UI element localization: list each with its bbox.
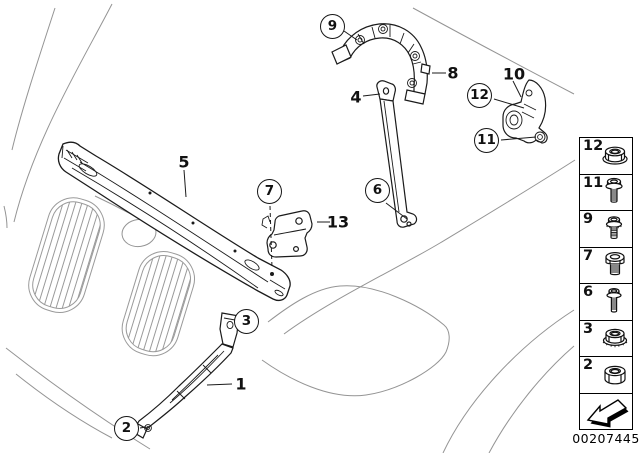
legend-item-7[interactable]: 7 xyxy=(580,247,632,284)
legend-number: 11 xyxy=(583,174,604,191)
legend-item-6[interactable]: 6 xyxy=(580,284,632,321)
part-5-reinforcement-bar xyxy=(57,141,291,302)
legend-item-12[interactable]: 12 xyxy=(580,138,632,175)
part-13-bracket xyxy=(261,210,313,258)
callout-circle-12[interactable]: 12 xyxy=(467,83,492,108)
hood-emblem-circle xyxy=(121,218,157,248)
legend-direction-arrow-cell[interactable] xyxy=(580,393,632,429)
callout-circle-6[interactable]: 6 xyxy=(365,178,390,203)
callout-circle-3[interactable]: 3 xyxy=(234,309,259,334)
part-label-10[interactable]: 10 xyxy=(502,64,526,84)
legend-number: 9 xyxy=(583,211,594,227)
hex-bolt-thin-icon xyxy=(606,287,622,313)
part-label-4[interactable]: 4 xyxy=(350,87,362,107)
document-number: 00207445 xyxy=(572,431,640,446)
part-label-1[interactable]: 1 xyxy=(235,374,247,394)
leader-lines xyxy=(139,30,537,429)
part-4-strut xyxy=(376,80,418,228)
direction-arrow-icon xyxy=(586,399,629,428)
headlight-outline xyxy=(261,285,450,397)
hex-bolt-serrated-icon xyxy=(605,215,623,239)
part-10-mount-bracket xyxy=(502,79,548,144)
car-body-sketch xyxy=(3,3,576,453)
part-label-5[interactable]: 5 xyxy=(178,152,190,172)
hex-nut-icon xyxy=(604,365,626,385)
kidney-grilles xyxy=(28,196,196,358)
legend-item-3[interactable]: 3 xyxy=(580,320,632,357)
hex-bolt-long-icon xyxy=(605,178,623,204)
legend-item-11[interactable]: 11 xyxy=(580,174,632,211)
callout-circle-9[interactable]: 9 xyxy=(320,14,345,39)
part-label-13[interactable]: 13 xyxy=(326,212,350,232)
callout-circle-7[interactable]: 7 xyxy=(257,179,282,204)
serrated-flange-nut-icon xyxy=(602,329,628,348)
legend-number: 3 xyxy=(583,320,594,337)
legend-number: 12 xyxy=(583,138,604,154)
part-8-arch-bracket xyxy=(331,23,431,105)
hex-bolt-stout-icon xyxy=(605,252,625,276)
legend-item-2[interactable]: 2 xyxy=(580,357,632,394)
part-label-8[interactable]: 8 xyxy=(447,63,459,83)
legend-item-9[interactable]: 9 xyxy=(580,211,632,248)
legend-number: 6 xyxy=(583,284,594,300)
callout-circle-11[interactable]: 11 xyxy=(474,128,499,153)
callout-circle-2[interactable]: 2 xyxy=(114,416,139,441)
legend-number: 7 xyxy=(583,247,594,264)
flange-nut-icon xyxy=(602,146,628,165)
fastener-legend: 12 11 xyxy=(579,137,633,430)
legend-number: 2 xyxy=(583,357,594,373)
